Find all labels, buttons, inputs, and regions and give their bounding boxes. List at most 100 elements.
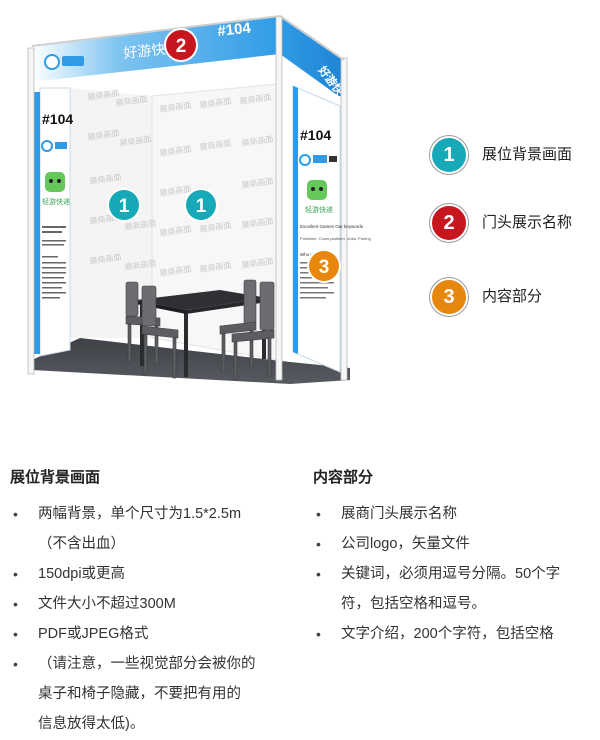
spec-list-text: 150dpi或更高 [38,566,126,582]
side-app-icon-eye-l [49,179,53,183]
spec-list-text: PDF或JPEG格式 [38,626,149,642]
spec-list-text: 信息放得太低)。 [38,716,145,732]
content-spec-section: 内容部分 • 展商门头展示名称 • 公司logo，矢量文件 • 关键词，必须用逗号分隔。5… [313,466,598,650]
wall-watermark-text: 展商画面 [87,128,120,142]
spec-list-text: 公司logo，矢量文件 [341,536,470,552]
wall-watermark-text: 展商画面 [241,216,274,230]
spec-list-text: 文件大小不超过300M [38,596,176,612]
right-panel-keywords: Publisher, Cross platform, Volta, Portin… [300,236,371,241]
header-fascia-side [280,16,344,100]
wall-watermark-text: 展商画面 [159,184,192,198]
right-app-icon-eye-r [319,187,323,191]
header-fascia [32,16,280,82]
background-spec-title: 展位背景画面 [10,469,101,486]
background-spec-list: •两幅背景，单个尺寸为1.5*2.5m（不含出血）•150dpi或更高•文件大小… [10,500,300,738]
side-app-icon-eye-r [57,179,61,183]
booth-illustration: 展商画面展商画面展商画面展商画面展商画面展商画面展商画面展商画面展商画面展商画面… [27,15,371,384]
content-spec-list: • 展商门头展示名称 • 公司logo，矢量文件 • 关键词，必须用逗号分隔。50个字符，… [313,500,598,648]
side-app-icon [45,172,65,192]
background-spec-section: 展位背景画面 •两幅背景，单个尺寸为1.5*2.5m（不含出血）•150dpi或… [10,466,300,740]
wall-watermark-text: 展商画面 [241,256,274,270]
frame-post-middle [275,15,283,381]
wall-watermark-text: 展商画面 [87,88,120,102]
legend-label-3: 内容部分 [482,288,543,305]
spec-list-item: •两幅背景，单个尺寸为1.5*2.5m [10,500,300,528]
spec-list-item: • 关键词，必须用逗号分隔。50个字 [313,560,598,588]
wall-watermark-text: 展商画面 [199,138,232,152]
wall-watermark-text: 展商画面 [199,220,232,234]
spec-list-item: 符，包括空格和逗号。 [313,590,598,618]
bullet-icon: • [13,626,18,642]
spec-list-text: 关键词，必须用逗号分隔。50个字 [341,566,561,582]
chairs [125,279,275,381]
content-spec-title: 内容部分 [313,469,374,486]
header-left-text: 好游快 [123,41,166,61]
bullet-icon: • [316,566,321,582]
wall-watermark-text: 展商画面 [89,172,122,186]
svg-text:1: 1 [196,196,207,217]
wall-watermark-text: 展商画面 [159,264,192,278]
bullet-icon: • [13,656,18,672]
wall-watermark-text: 展商画面 [199,260,232,274]
svg-text:3: 3 [319,257,330,278]
header-booth-number: #104 [217,20,253,40]
marker-3-side-panel: 3 [307,249,341,283]
side-logo-mark [55,142,67,149]
bullet-icon: • [13,566,18,582]
wall-watermarks: 展商画面展商画面展商画面展商画面展商画面展商画面展商画面展商画面展商画面展商画面… [87,88,274,278]
legend-marker-1: 1 [430,136,468,174]
frame-top-side [279,15,345,61]
wall-watermark-text: 展商画面 [199,96,232,110]
spec-list-item: 桌子和椅子隐藏，不要把有用的 [10,680,300,708]
spec-list-text: （不含出血） [38,536,125,552]
right-app-name: 轻游快递 [305,205,333,214]
right-app-icon [307,180,327,200]
side-app-name: 轻游快递 [42,197,70,206]
right-logo-mark-2 [329,156,337,162]
marker-2-circle [166,30,196,60]
right-panel-booth-number: #104 [300,127,331,143]
legend-label-1: 展位背景画面 [482,146,573,163]
side-logo-icon [41,140,53,152]
spec-list-item: （不含出血） [10,530,300,558]
right-panel-heading: Excellent Games Our keywords [300,224,364,229]
spec-list-item: 信息放得太低)。 [10,710,300,738]
frame-post-left [27,47,35,375]
frame-top-front [31,15,281,47]
legend-marker-3: 3 [430,278,468,316]
spec-list-item: • PDF或JPEG格式 [10,620,300,648]
bullet-icon: • [316,536,321,552]
marker-1-left-wall: 1 [107,188,141,222]
wall-watermark-text: 展商画面 [159,100,192,114]
wall-watermark-text: 展商画面 [159,224,192,238]
wall-watermark-text: 展商画面 [115,94,148,108]
spec-list-text: （请注意，一些视觉部分会被你的 [38,656,256,672]
wall-watermark-text: 展商画面 [241,134,274,148]
spec-list-text: 桌子和椅子隐藏，不要把有用的 [38,686,241,702]
left-wall-panel [39,87,71,357]
spec-list-text: 展商门头展示名称 [341,506,457,522]
header-logo-icon [44,54,60,70]
legend-label-2: 门头展示名称 [482,214,573,231]
bullet-icon: • [13,596,18,612]
spec-list-item: •文字介绍，200个字符，包括空格 [313,620,598,648]
spec-list-item: • 150dpi或更高 [10,560,300,588]
right-logo-mark [313,155,327,163]
bullet-icon: • [316,506,321,522]
right-logo-icon [299,154,311,166]
svg-text:1: 1 [119,196,130,217]
header-logo-mark [62,56,84,66]
spec-list-text: 两幅背景，单个尺寸为1.5*2.5m [38,506,242,522]
right-panel-stripe [293,86,298,354]
wall-watermark-text: 展商画面 [241,176,274,190]
spec-list-text: 符，包括空格和逗号。 [341,596,486,612]
bullet-icon: • [316,626,321,642]
wall-watermark-text: 展商画面 [89,252,122,266]
spec-list-item: • 文件大小不超过300M [10,590,300,618]
wall-watermark-text: 展商画面 [119,134,152,148]
marker-1-back-wall: 1 [184,188,218,222]
wall-watermark-text: 展商画面 [124,218,157,232]
spec-list-item: • （请注意，一些视觉部分会被你的 [10,650,300,678]
spec-list-item: • 展商门头展示名称 [313,500,598,528]
spec-list-item: • 公司logo，矢量文件 [313,530,598,558]
